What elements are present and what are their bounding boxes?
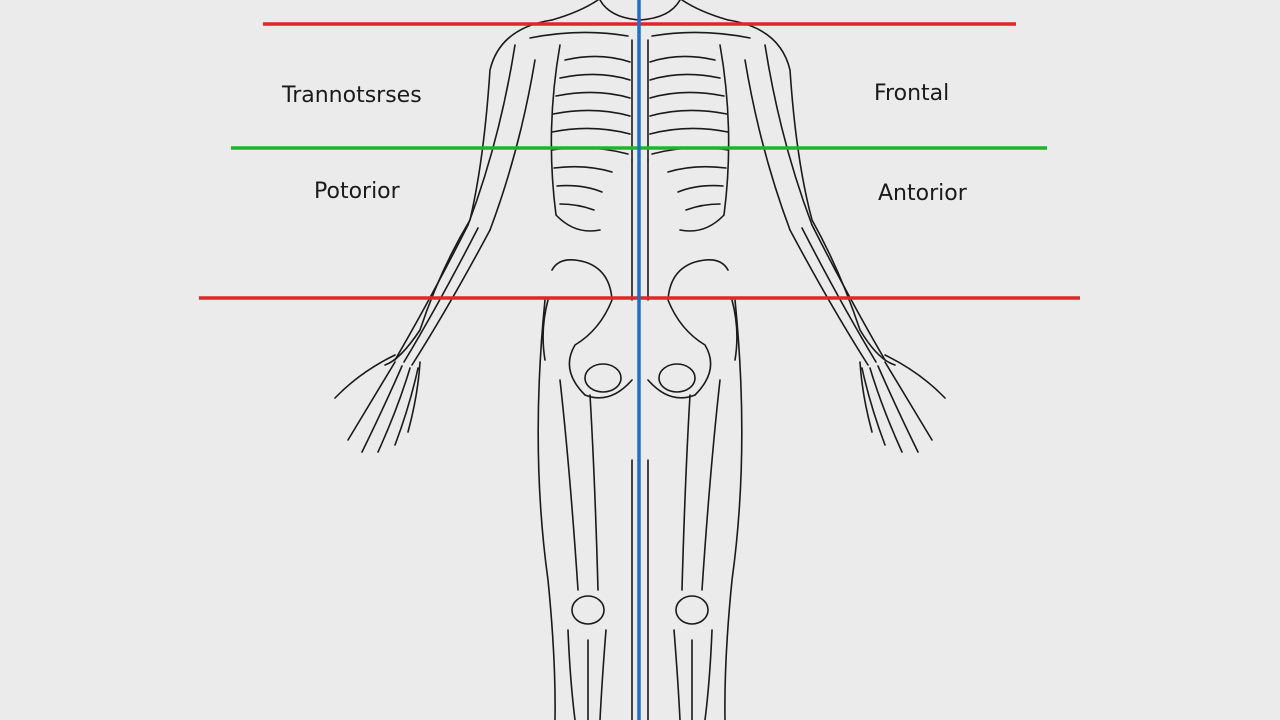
humerus-left (467, 44, 536, 231)
hip-socket-right (658, 363, 696, 393)
rib-cage (550, 39, 730, 232)
label-anterior: Antorior (878, 181, 967, 206)
leg-outline-left (537, 299, 633, 720)
spine (631, 159, 649, 301)
femur-right (681, 379, 721, 591)
neck (551, 0, 729, 21)
pelvis (542, 259, 738, 399)
humerus-right (744, 44, 813, 231)
label-frontal: Frontal (874, 81, 950, 106)
clavicle-left (529, 31, 629, 39)
forearm-right (789, 224, 886, 366)
tibia-left (567, 629, 607, 720)
kneecap-left (571, 595, 605, 625)
femur-left (559, 379, 599, 591)
label-posterior: Potorior (314, 179, 400, 204)
label-transverse: Trannotsrses (282, 83, 422, 108)
kneecap-right (675, 595, 709, 625)
leg-outline-right (647, 299, 743, 720)
tibia-right (673, 629, 713, 720)
hand-left (334, 354, 421, 453)
clavicle-right (651, 31, 751, 39)
hand-right (859, 354, 946, 453)
hip-socket-left (584, 363, 622, 393)
